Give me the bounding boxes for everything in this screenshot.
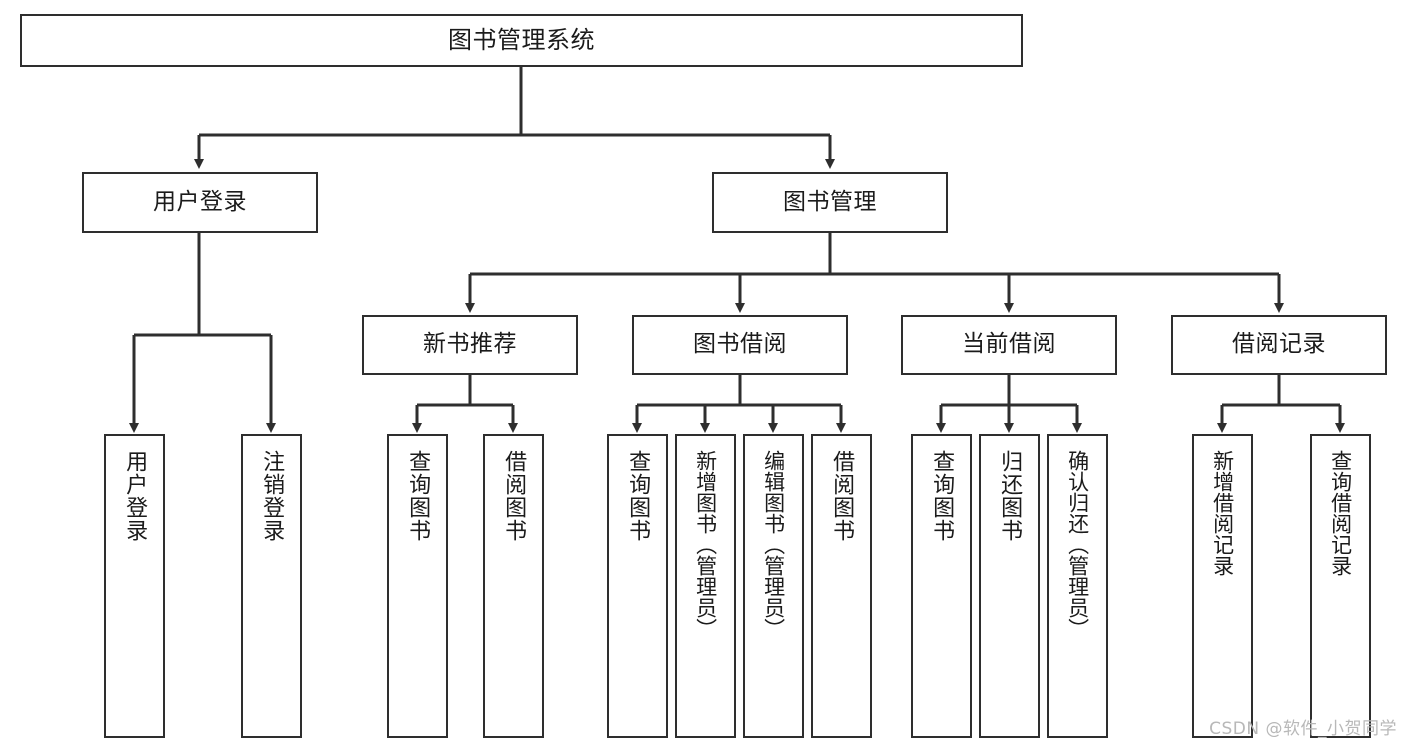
leaf-borrow-book-new[interactable]: 借阅图书 [483,434,544,738]
watermark: CSDN @软件_小贺同学 [1209,719,1397,739]
leaf-query-book-borrow[interactable]: 查询图书 [607,434,668,738]
node-root-book-management-system[interactable]: 图书管理系统 [20,14,1023,67]
leaf-user-login[interactable]: 用户登录 [104,434,165,738]
leaf-borrow-book[interactable]: 借阅图书 [811,434,872,738]
node-book-borrow[interactable]: 图书借阅 [632,315,848,375]
node-label: 编辑图书（管理员） [761,450,786,639]
node-label: 新增借阅记录 [1210,450,1235,576]
node-label: 查询图书 [405,450,431,542]
node-label: 当前借阅 [962,331,1056,358]
leaf-query-book-current[interactable]: 查询图书 [911,434,972,738]
leaf-confirm-return-admin[interactable]: 确认归还（管理员） [1047,434,1108,738]
node-label: 借阅图书 [501,450,527,542]
node-current-borrow[interactable]: 当前借阅 [901,315,1117,375]
node-label: 新书推荐 [423,331,517,358]
node-label: 图书借阅 [693,331,787,358]
node-new-book-recommend[interactable]: 新书推荐 [362,315,578,375]
node-label: 图书管理系统 [448,26,595,55]
node-label: 归还图书 [997,450,1023,542]
leaf-return-book[interactable]: 归还图书 [979,434,1040,738]
node-label: 借阅记录 [1232,331,1326,358]
node-label: 用户登录 [153,188,247,215]
node-borrow-record[interactable]: 借阅记录 [1171,315,1387,375]
leaf-logout[interactable]: 注销登录 [241,434,302,738]
node-label: 借阅图书 [829,450,855,542]
node-label: 图书管理 [783,188,877,215]
leaf-query-book-new[interactable]: 查询图书 [387,434,448,738]
node-label: 查询图书 [625,450,651,542]
node-label: 注销登录 [259,450,285,542]
leaf-add-borrow-record[interactable]: 新增借阅记录 [1192,434,1253,738]
node-user-login[interactable]: 用户登录 [82,172,318,233]
node-label: 查询借阅记录 [1328,450,1353,576]
node-label: 新增图书（管理员） [693,450,718,639]
node-book-management[interactable]: 图书管理 [712,172,948,233]
leaf-query-borrow-record[interactable]: 查询借阅记录 [1310,434,1371,738]
leaf-add-book-admin[interactable]: 新增图书（管理员） [675,434,736,738]
node-label: 查询图书 [929,450,955,542]
node-label: 确认归还（管理员） [1065,450,1090,639]
leaf-edit-book-admin[interactable]: 编辑图书（管理员） [743,434,804,738]
node-label: 用户登录 [122,450,148,542]
